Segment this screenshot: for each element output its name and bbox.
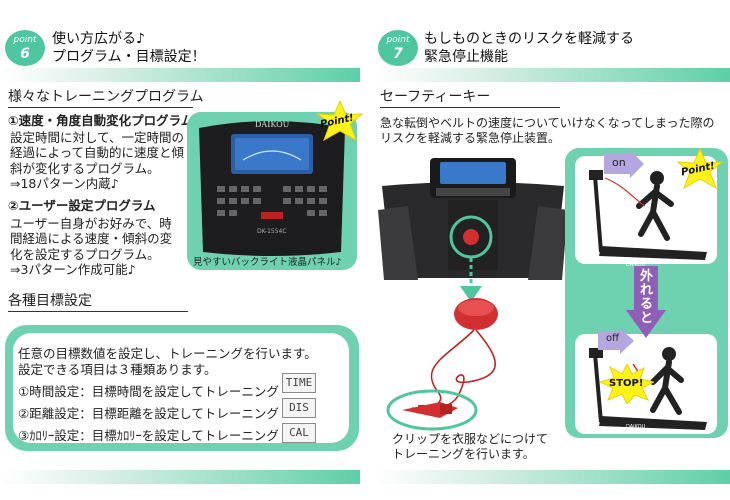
- safety-key-cord: [411, 298, 498, 410]
- goals-intro: 任意の目標数値を設定し、トレーニングを行います。 設定できる項目は３種類あります…: [18, 346, 317, 377]
- detach-arrow-text: 外れると: [640, 269, 654, 326]
- safety-section-title: セーフティーキー: [380, 89, 491, 105]
- runner-on-treadmill: [589, 170, 707, 260]
- lcd-time: TIME: [282, 373, 316, 393]
- goal-row-distance: ②距離設定：目標距離を設定してトレーニング: [18, 406, 279, 421]
- detach-arrow: [626, 266, 666, 338]
- off-label: off: [606, 333, 620, 344]
- footer-gradient-bar-right: [375, 470, 730, 484]
- program-section-rule: [8, 107, 193, 108]
- down-arrow-dashed: [460, 258, 482, 302]
- safety-description: 急な転倒やベルトの速度についていけなくなってしまった際の リスクを軽減する緊急停…: [380, 116, 715, 145]
- goals-section-title: 各種目標設定: [8, 293, 92, 309]
- point-star-left: [316, 100, 364, 142]
- off-arrow: [598, 328, 634, 354]
- stop-label: STOP!: [609, 378, 644, 389]
- point-6-badge: point 6: [5, 30, 45, 66]
- point-6-heading: 使い方広がる♪ プログラム・目標設定！: [52, 31, 206, 65]
- console-model: DK-1554C: [257, 228, 287, 235]
- brand-label-on: DAIKOU: [626, 262, 646, 268]
- lcd-calorie: CAL: [282, 423, 316, 443]
- lcd-distance: DIS: [282, 398, 316, 418]
- clip-caption: クリップを衣服などにつけて トレーニングを行います。: [392, 432, 549, 461]
- point-7-badge: point 7: [378, 30, 418, 66]
- heading-gradient-bar-left: [0, 68, 360, 82]
- point-7-heading: もしものときのリスクを軽減する 緊急停止機能: [424, 31, 634, 65]
- console-photo: [199, 121, 345, 256]
- program-item-2: ②ユーザー設定プログラム ユーザー自身がお好みで、時 間経過による速度・傾斜の変…: [8, 198, 173, 277]
- stop-burst: [600, 364, 654, 404]
- console-caption: 見やすいバックライト液晶パネル♪: [193, 257, 342, 268]
- on-label: on: [612, 156, 626, 169]
- footer-gradient-bar-left: [0, 470, 360, 484]
- point-star-right: [676, 148, 724, 190]
- program-section-title: 様々なトレーニングプログラム: [8, 89, 204, 105]
- console-brand: DAIKOU: [255, 120, 290, 129]
- program-item-1: ①速度・角度自動変化プログラム 設定時間に対して、一定時間の 経過によって自動的…: [8, 113, 194, 191]
- brand-label-off: DAIKOU: [626, 424, 646, 430]
- runner-stopped: [589, 347, 707, 430]
- console-photo-panel: DAIKOU DK-1554C 見やすいバックライト液晶パネル♪: [187, 112, 357, 270]
- heading-gradient-bar-right: [375, 68, 730, 82]
- goal-row-calorie: ③ｶﾛﾘｰ設定：目標ｶﾛﾘｰを設定してトレーニング: [18, 428, 279, 443]
- goals-section-rule: [8, 311, 188, 312]
- on-arrow: [604, 150, 644, 178]
- safety-key-highlight: [449, 215, 493, 259]
- goal-row-time: ①時間設定：目標時間を設定してトレーニング: [18, 384, 279, 399]
- safety-section-rule: [380, 107, 560, 108]
- clip-highlight: [386, 389, 478, 431]
